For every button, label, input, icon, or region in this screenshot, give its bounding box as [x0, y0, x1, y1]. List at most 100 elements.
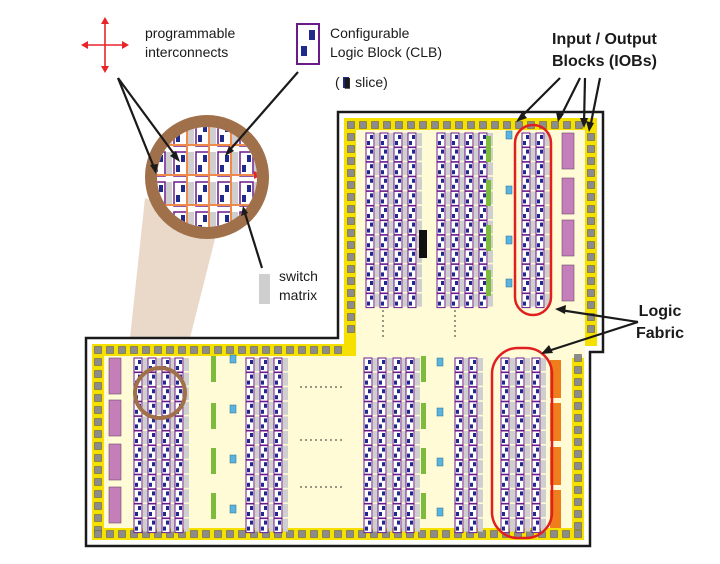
slice	[480, 243, 483, 248]
clb	[259, 415, 269, 431]
slice	[526, 193, 529, 198]
slice	[370, 295, 373, 300]
slice	[505, 520, 508, 525]
slice	[370, 251, 373, 256]
switch-matrix	[531, 264, 536, 278]
switch-matrix	[171, 401, 176, 415]
io-pad	[490, 530, 498, 538]
slice	[384, 135, 387, 139]
io-pad	[286, 346, 294, 354]
slice	[261, 497, 264, 502]
clb	[393, 278, 403, 294]
slice	[409, 301, 412, 306]
io-pad	[574, 414, 582, 422]
slice	[520, 389, 523, 394]
switch-matrix	[269, 445, 274, 459]
slice	[394, 453, 397, 458]
clb	[450, 147, 460, 163]
clb	[535, 190, 545, 206]
slice	[382, 476, 385, 481]
slice	[203, 155, 207, 162]
clb	[464, 161, 474, 177]
slice	[261, 439, 264, 443]
slice	[395, 199, 398, 204]
dsp-block	[229, 354, 237, 364]
switch-matrix	[255, 358, 260, 371]
slice	[247, 424, 250, 429]
slice	[250, 520, 253, 525]
switch-matrix	[171, 372, 176, 386]
switch-matrix	[171, 431, 176, 444]
switch-matrix	[446, 162, 451, 176]
switch-matrix	[541, 489, 546, 503]
switch-matrix	[417, 147, 422, 161]
clb	[363, 488, 373, 504]
slice	[163, 453, 166, 458]
slice	[181, 155, 185, 162]
slice	[203, 127, 207, 132]
switch-matrix	[373, 416, 378, 430]
slice	[135, 526, 138, 531]
clb	[436, 263, 446, 279]
switch-matrix	[541, 416, 546, 430]
slice	[382, 491, 385, 496]
slice	[176, 497, 179, 502]
io-pad	[431, 121, 439, 129]
slice	[407, 380, 410, 385]
slice	[275, 409, 278, 414]
slice	[409, 287, 412, 291]
slice	[505, 360, 508, 364]
switch-matrix	[541, 431, 546, 444]
clb	[535, 278, 545, 294]
slice	[480, 155, 483, 160]
slice	[242, 195, 246, 202]
slice	[370, 135, 373, 139]
dsp-block	[505, 235, 513, 245]
slice	[470, 424, 473, 429]
switch-matrix	[373, 504, 378, 517]
slice	[502, 424, 505, 429]
switch-matrix	[402, 445, 407, 459]
slice	[261, 409, 264, 414]
clb	[259, 372, 269, 388]
slice	[502, 526, 505, 531]
switch-matrix	[446, 147, 451, 161]
switch-matrix	[171, 445, 176, 459]
slice	[407, 366, 410, 370]
switch-matrix	[402, 474, 407, 488]
io-pad	[515, 121, 523, 129]
clb	[531, 474, 541, 490]
clb	[363, 357, 373, 373]
io-pad	[94, 382, 102, 390]
switch-matrix	[525, 489, 530, 503]
slice	[365, 468, 368, 473]
io-pad	[574, 402, 582, 410]
slice	[149, 497, 152, 502]
clb	[133, 503, 143, 519]
clb	[405, 459, 415, 475]
switch-matrix	[510, 401, 515, 415]
clb	[407, 132, 417, 148]
clb	[245, 415, 255, 431]
clb	[379, 234, 389, 250]
clb	[259, 386, 269, 402]
switch-matrix	[184, 504, 189, 517]
clb	[500, 474, 510, 490]
slice	[438, 214, 441, 218]
clb	[405, 518, 415, 534]
slice	[398, 135, 401, 139]
slice	[138, 447, 141, 452]
switch-matrix	[373, 372, 378, 386]
slice	[480, 170, 483, 175]
slice	[438, 272, 441, 277]
slice	[480, 184, 483, 189]
slice	[367, 214, 370, 218]
switch-matrix	[171, 416, 176, 430]
slice	[394, 366, 397, 370]
switch-matrix	[417, 191, 422, 205]
io-pad	[94, 502, 102, 510]
switch-matrix	[157, 460, 162, 474]
slice	[412, 266, 415, 271]
switch-matrix	[464, 431, 469, 444]
clb	[217, 151, 232, 177]
